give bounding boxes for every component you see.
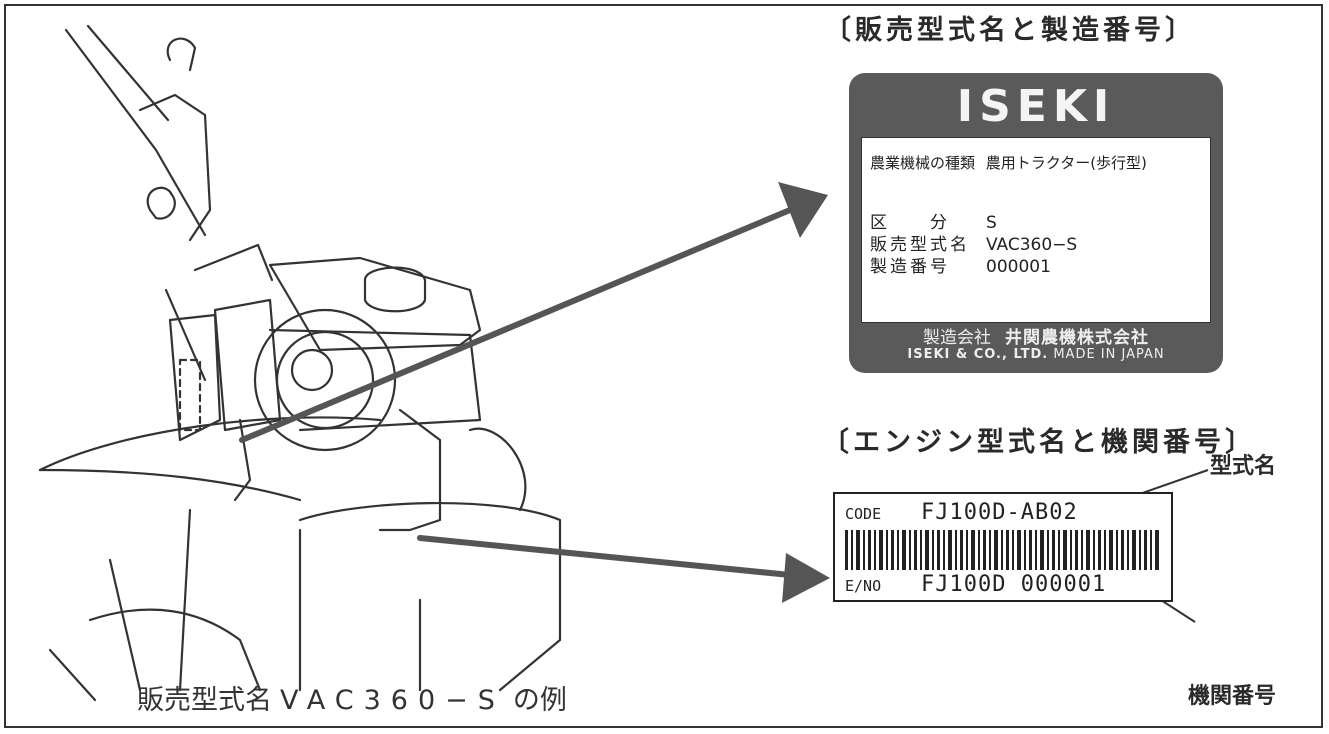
machine-type-label: 農業機械の種類: [870, 154, 976, 172]
serial-value: 000001: [986, 257, 1051, 277]
maker-row: 製造会社井関農機株式会社: [849, 323, 1223, 348]
sales-model-heading: 〔販売型式名と製造番号〕: [824, 15, 1196, 46]
caption-model: VAC360−S: [280, 685, 505, 716]
model-value: VAC360−S: [986, 235, 1078, 255]
made-in-text: MADE IN JAPAN: [1053, 347, 1165, 362]
engine-number-row: E/NO FJ100D 000001: [845, 572, 1106, 597]
eno-value: FJ100D 000001: [921, 572, 1107, 597]
made-in-row: ISEKI & CO., LTD. MADE IN JAPAN: [849, 347, 1223, 362]
brand-logo: ISEKI: [956, 81, 1116, 132]
iseki-nameplate: ISEKI 農業機械の種類 農用トラクター(歩行型) 区 分 S 販売型式名 VAC…: [849, 73, 1223, 373]
eno-label: E/NO: [845, 577, 882, 595]
code-row: CODE FJ100D-AB02: [845, 500, 1078, 525]
serial-label: 製造番号: [870, 257, 950, 277]
barcode: [845, 530, 1159, 570]
model-label: 販売型式名: [870, 235, 970, 255]
class-label: 区 分: [870, 213, 950, 233]
caption-prefix: 販売型式名: [137, 685, 272, 716]
machine-type-value: 農用トラクター(歩行型): [985, 154, 1147, 172]
caption-suffix: の例: [512, 685, 567, 716]
serial-row: 製造番号 000001: [870, 252, 1051, 277]
model-row: 販売型式名 VAC360−S: [870, 230, 1077, 255]
maker-label: 製造会社: [923, 328, 991, 348]
code-label: CODE: [845, 505, 882, 523]
code-value: FJ100D-AB02: [921, 500, 1078, 525]
class-value: S: [986, 213, 997, 233]
model-name-callout: 型式名: [1210, 454, 1277, 479]
maker-english: ISEKI & CO., LTD.: [907, 347, 1049, 362]
maker-value: 井関農機株式会社: [1005, 328, 1149, 348]
machine-type-row: 農業機械の種類 農用トラクター(歩行型): [870, 152, 1147, 173]
engine-model-heading: 〔エンジン型式名と機関番号〕: [822, 427, 1256, 458]
engine-number-callout: 機関番号: [1188, 684, 1277, 709]
engine-code-plate: CODE FJ100D-AB02 E/NO FJ100D 000001: [833, 492, 1173, 602]
